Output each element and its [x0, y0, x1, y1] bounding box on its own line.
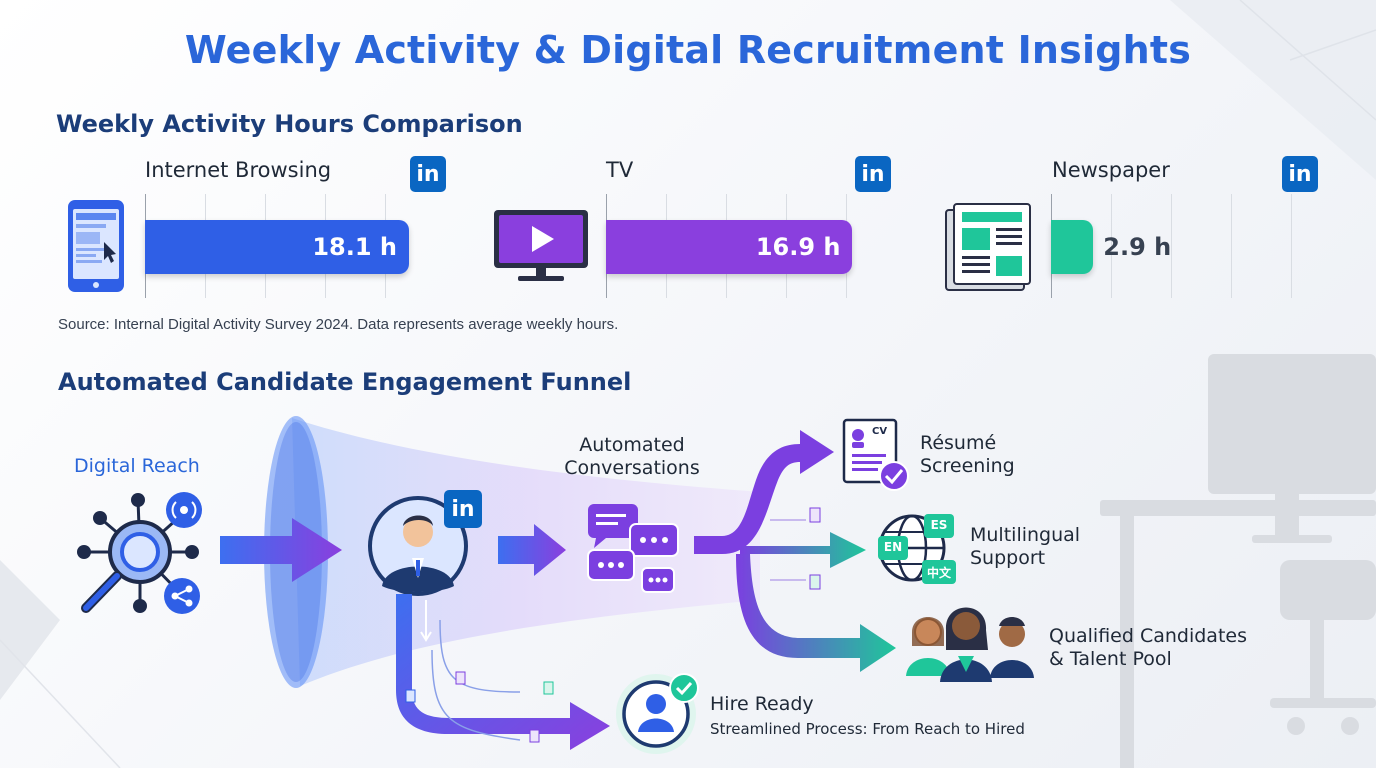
multilingual-support-label: Multilingual Support [970, 524, 1081, 569]
linkedin-icon: in [855, 156, 891, 192]
arrow-to-conversations [498, 524, 566, 576]
lang-zh-label: 中文 [926, 566, 951, 580]
linkedin-icon-label: in [451, 497, 475, 522]
arrow-into-funnel [220, 518, 342, 582]
team-candidates-icon [906, 607, 1034, 682]
funnel-diagram [77, 416, 1034, 754]
gridline [1111, 194, 1112, 298]
activity-heading: Weekly Activity Hours Comparison [56, 110, 523, 138]
linkedin-icon [444, 490, 482, 528]
category-label-internet-browsing: Internet Browsing [145, 158, 332, 182]
bar-value-label: 16.9 h [755, 233, 841, 261]
newspaper-icon [945, 203, 1031, 291]
digital-reach-label: Digital Reach [74, 455, 200, 477]
funnel-heading: Automated Candidate Engagement Funnel [58, 368, 632, 396]
cv-text: CV [872, 426, 888, 437]
candidate-avatar [368, 496, 468, 596]
hire-ready-icon [616, 673, 699, 754]
bar-internet-browsing [145, 220, 409, 274]
gridline [1171, 194, 1172, 298]
bar-newspaper [1051, 220, 1094, 274]
linkedin-icon: in [1282, 156, 1318, 192]
plot-area-tv: 16.9 h [606, 194, 906, 298]
resume-screening-label: Résumé Screening [920, 432, 1015, 477]
resume-cv-icon [842, 418, 909, 491]
share-icon [164, 578, 200, 614]
category-label-newspaper: Newspaper [1052, 158, 1170, 182]
hire-path-arrows [396, 594, 610, 750]
activity-bar-chart: Internet Browsing in 18.1 h TV in 16.9 h… [0, 150, 1376, 310]
phone-icon [68, 200, 124, 292]
hire-ready-label: Hire Ready [710, 693, 814, 715]
tv-icon [494, 210, 588, 281]
chat-bubbles-icon [587, 504, 679, 593]
gridline [1231, 194, 1232, 298]
globe-language-icon [878, 514, 956, 584]
gridline [1291, 194, 1292, 298]
branch-arrows [694, 430, 896, 672]
linkedin-icon: in [410, 156, 446, 192]
automated-conversations-label: Automated Conversations [564, 434, 700, 479]
plot-area-internet-browsing: 18.1 h [145, 194, 445, 298]
qualified-candidates-label: Qualified Candidates & Talent Pool [1049, 625, 1247, 670]
plot-area-newspaper: 2.9 h [1051, 194, 1317, 298]
office-desk-silhouette [1100, 354, 1376, 768]
page-title: Weekly Activity & Digital Recruitment In… [184, 28, 1192, 72]
source-note: Source: Internal Digital Activity Survey… [58, 316, 619, 333]
category-label-tv: TV [606, 158, 634, 182]
digital-reach-network-icon [77, 492, 202, 614]
bar-tv [606, 220, 853, 274]
bar-value-label: 18.1 h [312, 233, 397, 261]
hire-ready-subtitle: Streamlined Process: From Reach to Hired [710, 720, 1025, 738]
bar-value-label: 2.9 h [1103, 233, 1172, 261]
lang-es-label: ES [930, 518, 948, 532]
lang-en-label: EN [883, 540, 903, 554]
